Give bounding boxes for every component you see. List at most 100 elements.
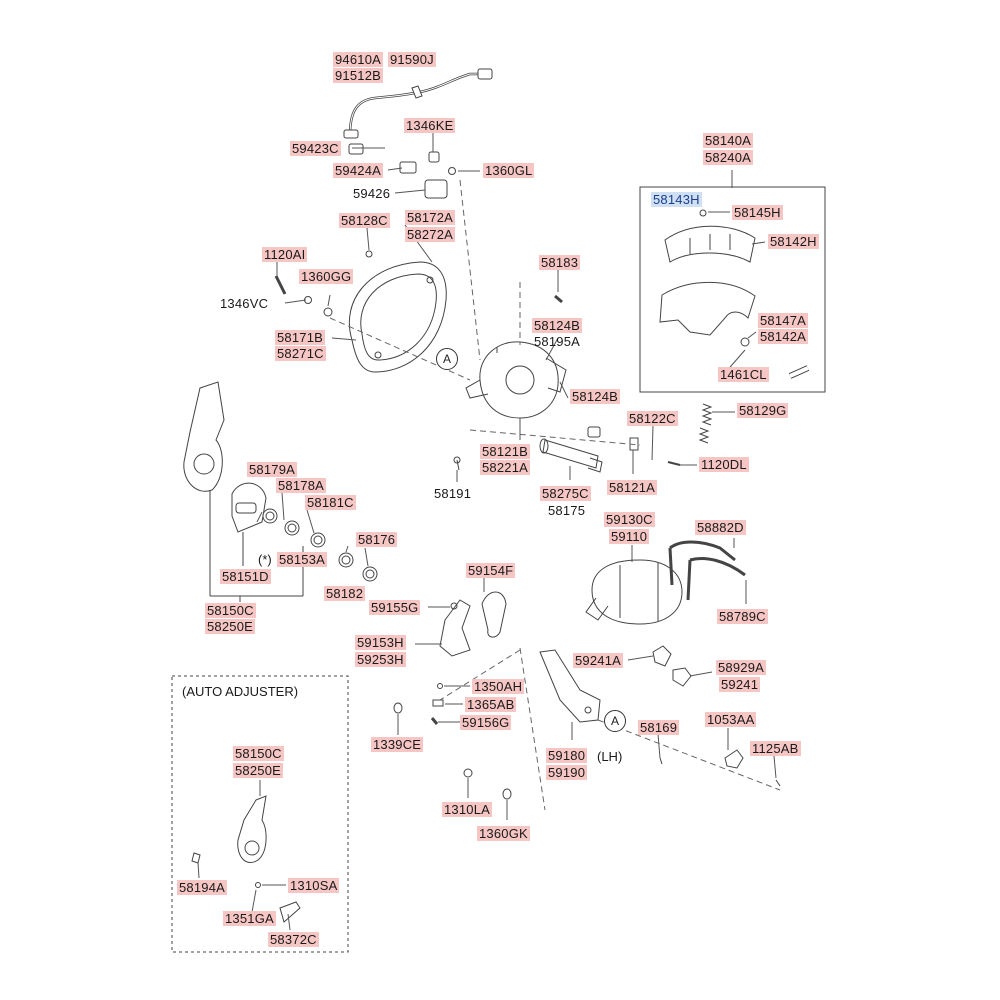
part-label-58124B-lower[interactable]: 58124B [570, 389, 621, 404]
brake-chamber [585, 559, 683, 625]
group-bracket [209, 490, 304, 602]
part-label-1310SA[interactable]: 1310SA [288, 878, 340, 893]
part-label-59130C[interactable]: 59130C [604, 512, 655, 527]
part-label-58882D[interactable]: 58882D [695, 520, 746, 535]
part-label-1310LA[interactable]: 1310LA [442, 802, 493, 817]
auto-adjuster-title: (AUTO ADJUSTER) [182, 684, 299, 699]
part-label-58121A[interactable]: 58121A [607, 480, 658, 495]
part-label-58124B-top[interactable]: 58124B [532, 318, 583, 333]
part-label-58151D[interactable]: 58151D [220, 569, 271, 584]
sensor-bushings [348, 143, 456, 199]
part-label-58150C[interactable]: 58150C [205, 603, 256, 618]
part-label-1350AH[interactable]: 1350AH [472, 679, 525, 694]
part-label-58191: 58191 [434, 486, 472, 501]
chamber-bracket [439, 591, 507, 657]
part-label-58272A[interactable]: 58272A [405, 227, 456, 242]
auto-adjuster-box [171, 675, 349, 953]
part-label-59154F[interactable]: 59154F [466, 563, 516, 578]
part-label-58182[interactable]: 58182 [324, 586, 366, 601]
part-label-1351GA[interactable]: 1351GA [223, 911, 276, 926]
part-label-91512B[interactable]: 91512B [333, 68, 384, 83]
dust-shield-plate [348, 261, 447, 373]
part-label-1120DL[interactable]: 1120DL [699, 457, 749, 472]
part-label-58194A[interactable]: 58194A [177, 880, 228, 895]
part-label-58143H-selected[interactable]: 58143H [651, 192, 702, 207]
part-label-1360GK[interactable]: 1360GK [477, 826, 530, 841]
part-label-58179A[interactable]: 58179A [247, 462, 298, 477]
part-label-58128C[interactable]: 58128C [339, 213, 390, 228]
part-label-1346VC: 1346VC [220, 296, 269, 311]
air-hoses [668, 540, 746, 601]
part-label-58122C[interactable]: 58122C [627, 411, 678, 426]
part-label-1360GL[interactable]: 1360GL [483, 163, 535, 178]
part-label-1053AA[interactable]: 1053AA [705, 712, 757, 727]
small-hardware [393, 683, 781, 800]
part-label-58178A[interactable]: 58178A [276, 478, 327, 493]
part-label-58176[interactable]: 58176 [356, 532, 398, 547]
part-label-58240A[interactable]: 58240A [703, 150, 754, 165]
part-label-59156G[interactable]: 59156G [460, 715, 512, 730]
part-label-59190[interactable]: 59190 [546, 765, 588, 780]
part-label-1461CL[interactable]: 1461CL [718, 367, 769, 382]
part-label-58121B[interactable]: 58121B [480, 444, 531, 459]
brake-shoe [659, 281, 810, 379]
seal-rings [262, 508, 378, 582]
callout-a-upper: A [436, 348, 458, 370]
part-label-59110[interactable]: 59110 [609, 529, 650, 544]
part-label-58789C[interactable]: 58789C [717, 609, 768, 624]
part-label-58929A[interactable]: 58929A [716, 660, 767, 675]
part-label-58140A[interactable]: 58140A [703, 133, 754, 148]
part-label-59426: 59426 [353, 186, 391, 201]
auto-slack-adjuster [191, 795, 301, 923]
part-label-58195A: 58195A [534, 334, 581, 349]
part-label-59153H[interactable]: 59153H [355, 635, 406, 650]
part-label-58221A[interactable]: 58221A [480, 460, 531, 475]
part-label-58250E-auto[interactable]: 58250E [233, 763, 284, 778]
part-label-1360GG[interactable]: 1360GG [299, 269, 354, 284]
cam-shaft [539, 438, 603, 473]
chamber-mounting-bracket [539, 649, 601, 723]
part-label-1365AB[interactable]: 1365AB [465, 697, 517, 712]
part-label-58169[interactable]: 58169 [638, 720, 680, 735]
part-label-58250E[interactable]: 58250E [205, 619, 256, 634]
brake-lining [664, 209, 756, 263]
part-label-58181C[interactable]: 58181C [305, 495, 356, 510]
return-springs [698, 403, 713, 444]
part-label-1339CE[interactable]: 1339CE [371, 737, 424, 752]
callout-a-lower: A [604, 710, 626, 732]
part-label-58150C-auto[interactable]: 58150C [233, 746, 284, 761]
part-label-1346KE[interactable]: 1346KE [404, 118, 456, 133]
part-label-94610A[interactable]: 94610A [333, 52, 384, 67]
assembly-dashed-lines [329, 179, 781, 811]
part-label-58153A[interactable]: 58153A [277, 552, 328, 567]
part-label-58183[interactable]: 58183 [539, 255, 581, 270]
part-label-58275C[interactable]: 58275C [540, 486, 591, 501]
part-label-58147A[interactable]: 58147A [758, 313, 809, 328]
part-label-58172A[interactable]: 58172A [405, 210, 456, 225]
speed-sensor-cable [343, 68, 493, 139]
part-label-58142A[interactable]: 58142A [758, 329, 809, 344]
part-label-58171B[interactable]: 58171B [275, 330, 326, 345]
part-label-1125AB[interactable]: 1125AB [750, 741, 801, 756]
part-label-58129G[interactable]: 58129G [737, 403, 789, 418]
part-label-59424A[interactable]: 59424A [333, 163, 384, 178]
lh-note: (LH) [597, 749, 623, 764]
part-label-58372C[interactable]: 58372C [268, 932, 319, 947]
part-label-59253H[interactable]: 59253H [355, 652, 406, 667]
part-label-58142H[interactable]: 58142H [768, 234, 819, 249]
part-label-59241A[interactable]: 59241A [573, 653, 624, 668]
part-label-59241[interactable]: 59241 [719, 677, 761, 692]
slack-adjuster [183, 381, 225, 492]
part-label-1120AI[interactable]: 1120AI [262, 247, 308, 262]
part-label-59423C[interactable]: 59423C [290, 141, 341, 156]
part-label-59180[interactable]: 59180 [546, 748, 588, 763]
part-label-59155G[interactable]: 59155G [369, 600, 421, 615]
hose-fittings [652, 645, 692, 687]
part-label-91590J[interactable]: 91590J [388, 52, 436, 67]
cam-bushing [587, 426, 601, 438]
brake-spider [465, 294, 567, 419]
part-label-58145H[interactable]: 58145H [732, 205, 783, 220]
part-label-58271C[interactable]: 58271C [275, 346, 326, 361]
label-leader-lines [197, 126, 777, 931]
